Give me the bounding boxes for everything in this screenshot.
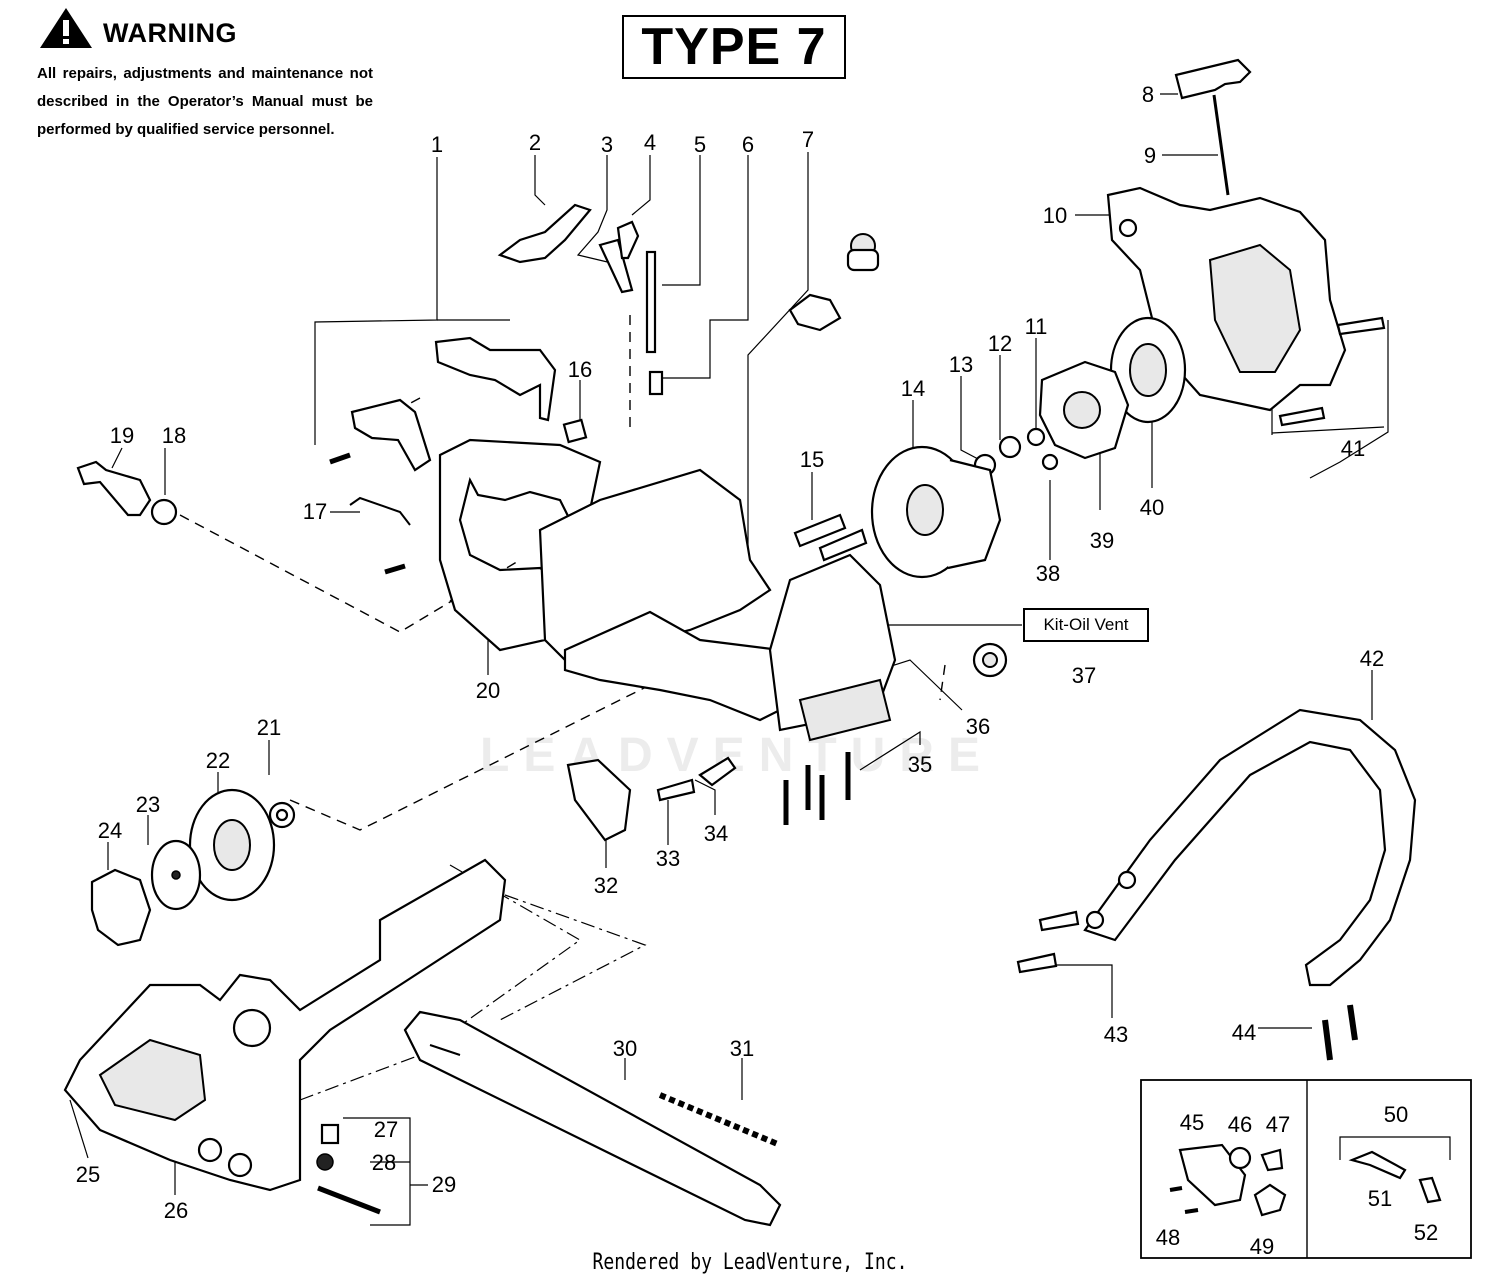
footer-credit: Rendered by LeadVenture, Inc. <box>592 1250 908 1275</box>
callout-36: 36 <box>966 714 990 739</box>
callout-10: 10 <box>1043 203 1067 228</box>
warning-triangle-icon <box>40 8 92 48</box>
callout-40: 40 <box>1140 495 1164 520</box>
callout-9: 9 <box>1144 143 1156 168</box>
type-label: TYPE 7 <box>622 15 846 79</box>
warning-title: WARNING <box>103 18 237 48</box>
callout-51: 51 <box>1368 1186 1392 1211</box>
watermark: LEADVENTURE <box>480 729 995 782</box>
callout-31: 31 <box>730 1036 754 1061</box>
warning-text: All repairs, adjustments and maintenance… <box>37 65 373 138</box>
callout-43: 43 <box>1104 1022 1128 1047</box>
callout-30: 30 <box>613 1036 637 1061</box>
callout-33: 33 <box>656 846 680 871</box>
callout-11: 11 <box>1025 314 1048 339</box>
callout-47: 47 <box>1266 1112 1290 1137</box>
callout-18: 18 <box>162 423 186 448</box>
callout-19: 19 <box>110 423 134 448</box>
callout-42: 42 <box>1360 646 1384 671</box>
callout-52: 52 <box>1414 1220 1438 1245</box>
callout-49: 49 <box>1250 1234 1274 1259</box>
callout-38: 38 <box>1036 561 1060 586</box>
callout-12: 12 <box>988 331 1012 356</box>
callout-22: 22 <box>206 748 230 773</box>
callout-24: 24 <box>98 818 122 843</box>
callout-21: 21 <box>257 715 281 740</box>
callout-6: 6 <box>742 132 754 157</box>
callout-8: 8 <box>1142 82 1154 107</box>
callout-27: 27 <box>374 1117 398 1142</box>
callout-37: 37 <box>1072 663 1096 688</box>
callout-41: 41 <box>1341 436 1365 461</box>
callout-26: 26 <box>164 1198 188 1223</box>
callout-25: 25 <box>76 1162 100 1187</box>
callout-48: 48 <box>1156 1225 1180 1250</box>
callout-15: 15 <box>800 447 824 472</box>
callout-34: 34 <box>704 821 728 846</box>
callout-45: 45 <box>1180 1110 1204 1135</box>
callout-13: 13 <box>949 352 973 377</box>
callout-29: 29 <box>432 1172 456 1197</box>
callout-44: 44 <box>1232 1020 1256 1045</box>
kit-oil-vent-label: Kit-Oil Vent <box>1023 608 1149 642</box>
callout-1: 1 <box>431 132 443 157</box>
callout-46: 46 <box>1228 1112 1252 1137</box>
callout-39: 39 <box>1090 528 1114 553</box>
callout-7: 7 <box>802 127 814 152</box>
callout-14: 14 <box>901 376 925 401</box>
callout-32: 32 <box>594 873 618 898</box>
callout-23: 23 <box>136 792 160 817</box>
callout-4: 4 <box>644 130 656 155</box>
callout-17: 17 <box>303 499 327 524</box>
callout-20: 20 <box>476 678 500 703</box>
callout-2: 2 <box>529 130 541 155</box>
callout-50: 50 <box>1384 1102 1408 1127</box>
callout-3: 3 <box>601 132 613 157</box>
callout-35: 35 <box>908 752 932 777</box>
callout-28: 28 <box>372 1150 396 1175</box>
callout-16: 16 <box>568 357 592 382</box>
callout-5: 5 <box>694 132 706 157</box>
